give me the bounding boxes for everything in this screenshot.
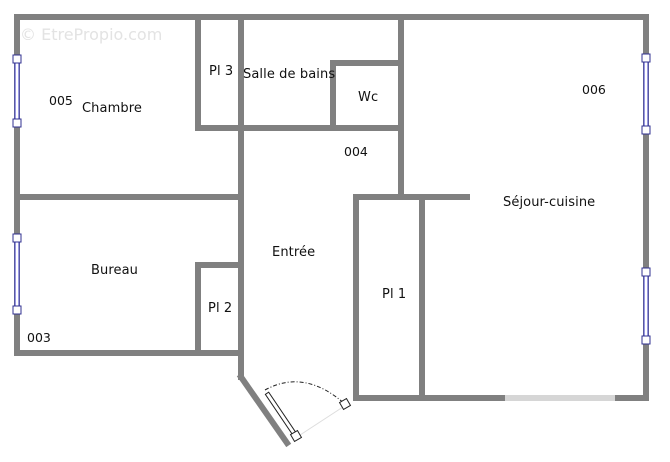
room-label-sejour-cuisine: Séjour-cuisine	[503, 195, 596, 210]
room-number-corridor: 004	[344, 144, 368, 159]
door-closed-line	[296, 404, 347, 438]
room-label-entree: Entrée	[272, 245, 316, 260]
window-bureau	[12, 233, 22, 315]
room-label-salle-de-bains: Salle de bains	[243, 67, 336, 82]
room-label-pl3: Pl 3	[209, 64, 234, 79]
watermark: © EtrePropio.com	[20, 25, 163, 44]
room-label-chambre: Chambre	[82, 101, 142, 116]
door-jamb	[338, 397, 352, 411]
window-chambre	[12, 54, 22, 128]
room-label-wc: Wc	[358, 90, 379, 105]
room-number-sejour: 006	[582, 82, 606, 97]
entry-door	[264, 381, 352, 443]
wall-entry-diagonal	[236, 372, 292, 448]
room-number-chambre: 005	[49, 93, 73, 108]
watermark-overlay	[505, 395, 615, 401]
room-label-bureau: Bureau	[91, 263, 139, 278]
room-label-pl2: Pl 2	[208, 301, 233, 316]
window-sejour-1	[641, 53, 651, 135]
room-number-bureau: 003	[27, 330, 51, 345]
room-label-pl1: Pl 1	[382, 287, 407, 302]
windows	[12, 53, 651, 345]
window-sejour-2	[641, 267, 651, 345]
door-hinge	[289, 429, 303, 443]
door-swing-arc	[264, 381, 347, 406]
